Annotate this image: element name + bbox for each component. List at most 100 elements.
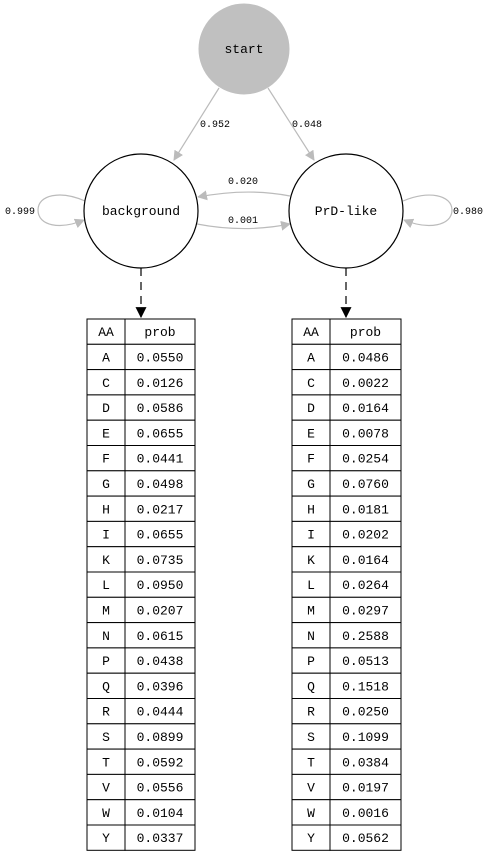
cell-aa: A: [102, 350, 110, 365]
cell-prob: 0.0250: [342, 705, 389, 720]
cell-aa: V: [307, 781, 315, 796]
table-cell-border: [86, 445, 126, 472]
cell-prob: 0.0655: [137, 426, 184, 441]
table-cell-border: [86, 318, 126, 345]
table-row: W 0.0016: [291, 799, 402, 826]
cell-prob: 0.0486: [342, 350, 389, 365]
cell-aa: S: [102, 730, 110, 745]
table-cell-border: [86, 647, 126, 674]
cell-prob: 0.0104: [137, 806, 184, 821]
table-row: Q 0.0396: [86, 672, 196, 700]
table-cell-border: [86, 520, 126, 548]
table-cell-border: [86, 343, 126, 371]
table-cell-border: [329, 546, 402, 573]
table-cell-border: [291, 343, 331, 371]
cell-prob: 0.0950: [137, 578, 184, 593]
transition-edges: [37, 87, 453, 231]
table-cell-border: [124, 773, 196, 801]
cell-aa: R: [102, 705, 110, 720]
prd-circle: [288, 153, 404, 269]
table-cell-border: [291, 748, 331, 775]
cell-prob: 0.1518: [342, 679, 389, 694]
table-cell-border: [124, 672, 196, 700]
cell-prob: 0.0498: [137, 477, 184, 492]
node-start: start: [198, 3, 290, 95]
table-cell-border: [329, 445, 402, 472]
table-cell-border: [124, 546, 196, 573]
cell-aa: G: [307, 477, 315, 492]
table-row: S 0.1099: [291, 723, 402, 750]
edge-background-self-loop: [37, 194, 86, 229]
table-cell-border: [291, 596, 331, 624]
cell-aa: W: [102, 806, 110, 821]
table-cell-border: [124, 419, 196, 447]
cell-prob: 0.0264: [342, 578, 389, 593]
cell-aa: Q: [102, 679, 110, 694]
cell-aa: F: [307, 452, 315, 467]
background-circle: [83, 153, 199, 269]
cell-aa: D: [307, 401, 315, 416]
table-cell-border: [329, 596, 402, 624]
cell-aa: W: [307, 806, 315, 821]
cell-aa: R: [307, 705, 315, 720]
label-prd-to-background: 0.020: [228, 177, 258, 188]
table-cell-border: [329, 369, 402, 396]
cell-aa: I: [307, 528, 315, 543]
cell-aa: D: [102, 401, 110, 416]
cell-prob: 0.0592: [137, 755, 184, 770]
cell-aa: S: [307, 730, 315, 745]
label-start-to-prd: 0.048: [292, 120, 322, 131]
cell-prob: 0.0197: [342, 781, 389, 796]
cell-aa: Q: [307, 679, 315, 694]
table-cell-border: [124, 723, 196, 750]
table-cell-border: [124, 596, 196, 624]
table-cell-border: [86, 596, 126, 624]
header-aa: AA: [98, 325, 114, 340]
cell-prob: 0.0022: [342, 376, 389, 391]
table-cell-border: [291, 495, 331, 522]
label-prd-self: 0.980: [453, 207, 483, 218]
transition-labels: 0.952 0.048 0.999 0.980 0.020 0.001: [5, 120, 483, 227]
cell-prob: 0.1099: [342, 730, 389, 745]
table-cell-border: [86, 723, 126, 750]
cell-prob: 0.0254: [342, 452, 389, 467]
table-cell-border: [124, 445, 196, 472]
table-cell-border: [124, 622, 196, 649]
cell-prob: 0.0396: [137, 679, 184, 694]
cell-prob: 0.0899: [137, 730, 184, 745]
table-cell-border: [124, 318, 196, 345]
table-cell-border: [329, 799, 402, 826]
cell-prob: 0.0550: [137, 350, 184, 365]
start-label: start: [224, 42, 263, 57]
cell-prob: 0.0556: [137, 781, 184, 796]
table-cell-border: [329, 394, 402, 421]
node-background: background: [83, 153, 199, 269]
cell-aa: Y: [307, 831, 315, 846]
table-cell-border: [124, 647, 196, 674]
table-row: W 0.0104: [86, 799, 196, 826]
cell-prob: 0.0016: [342, 806, 389, 821]
table-cell-border: [329, 520, 402, 548]
cell-prob: 0.0181: [342, 502, 389, 517]
table-cell-border: [124, 698, 196, 725]
cell-aa: M: [102, 603, 110, 618]
edge-prd-to-background: [197, 190, 291, 201]
prd-label: PrD-like: [315, 204, 377, 219]
